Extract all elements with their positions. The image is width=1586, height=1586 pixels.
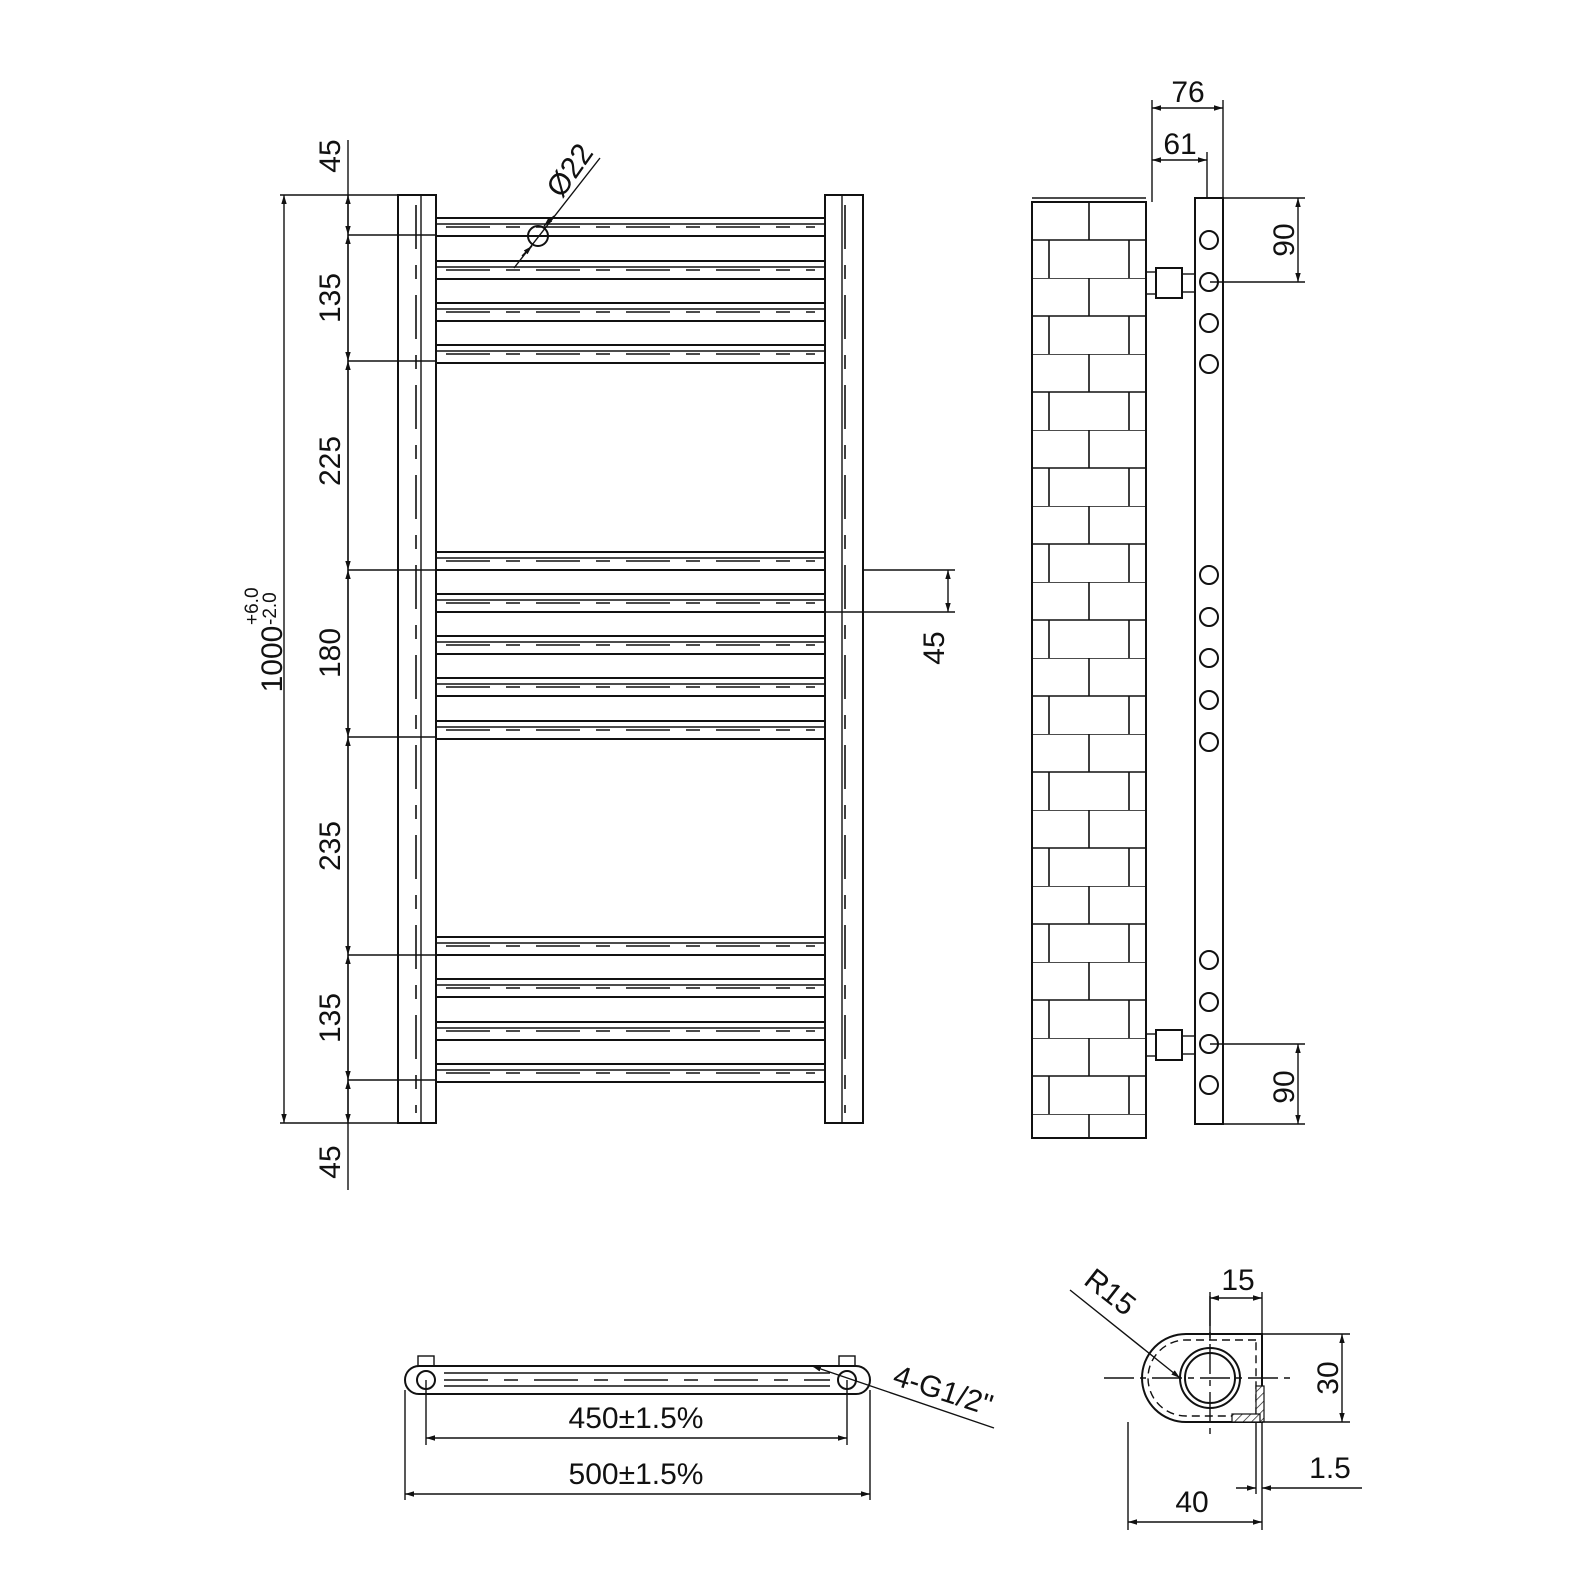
side-rail [1194,197,1224,1125]
top-valve [1145,267,1196,299]
horizontal-tubes [436,217,825,1083]
hole [1199,648,1219,668]
tube [436,677,825,697]
side-view: 76 61 90 90 [1031,76,1305,1139]
hole [1199,1075,1219,1095]
tube [436,1021,825,1041]
hole [1199,732,1219,752]
tube [436,720,825,740]
segment-label: 235 [314,821,347,871]
tube [436,217,825,237]
segment-label: 45 [314,1145,347,1178]
center-distance-label: 450±1.5% [569,1402,704,1435]
tube [436,260,825,280]
left-rail [397,194,437,1124]
tolerance-plus: +6.0 [242,587,263,625]
hole [1199,950,1219,970]
front-view: 1000 +6.0 -2.0 45 135 225 180 235 135 45… [242,138,955,1190]
width-15-label: 15 [1221,1264,1254,1297]
profile-section: R15 15 30 1.5 40 [1069,1263,1362,1530]
tube [436,344,825,364]
segment-label: 135 [314,993,347,1043]
height-30-label: 30 [1312,1361,1345,1394]
hole [1199,607,1219,627]
top-view: 450±1.5% 500±1.5% 4-G1/2" [404,1355,997,1500]
tube [436,936,825,956]
segment-label: 225 [314,436,347,486]
radius-label: R15 [1078,1263,1142,1323]
hole [1199,230,1219,250]
tube [436,1063,825,1083]
connection-label: 4-G1/2" [889,1359,997,1422]
segment-label: 180 [314,628,347,678]
top-view-body [404,1365,871,1395]
hole [1199,992,1219,1012]
depth-inner-label: 61 [1163,128,1196,161]
bottom-offset-label: 90 [1268,1070,1301,1103]
right-offset-label: 45 [918,631,951,664]
bottom-valve [1145,1029,1196,1061]
top-offset-label: 90 [1268,223,1301,256]
depth-outer-label: 76 [1171,76,1204,109]
depth-40-label: 40 [1175,1486,1208,1519]
tolerance-minus: -2.0 [260,592,281,625]
brick-wall [1031,201,1147,1139]
height-value: 1000 [256,626,289,693]
tube [436,978,825,998]
tube [436,635,825,655]
overall-height-label: 1000 +6.0 -2.0 [242,587,289,692]
hole [1199,313,1219,333]
profile-outline [1141,1333,1263,1423]
segment-label: 135 [314,273,347,323]
hole [1199,690,1219,710]
overall-width-label: 500±1.5% [569,1458,704,1491]
tube [436,593,825,613]
thickness-label: 1.5 [1309,1452,1351,1485]
hole [1199,354,1219,374]
segment-label: 45 [314,139,347,172]
right-rail [824,194,864,1124]
tube-section-circle [527,225,549,247]
connection-leader [811,1365,995,1429]
tube [436,302,825,322]
tube [436,551,825,571]
mounting-holes [1199,230,1219,1095]
hole [1199,565,1219,585]
